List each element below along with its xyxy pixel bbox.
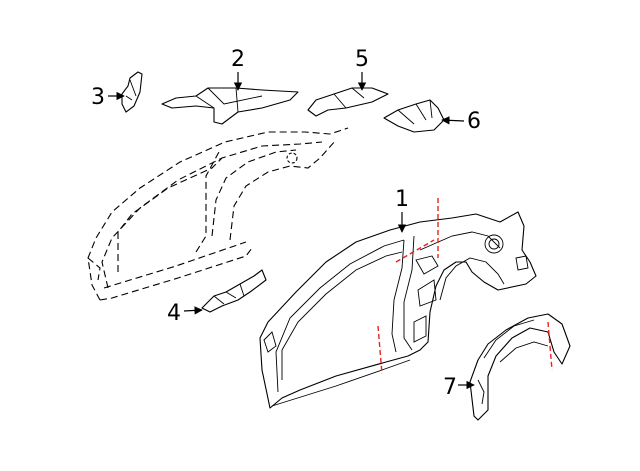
svg-text:3: 3 (91, 85, 105, 110)
quarter-bracket (383, 99, 445, 133)
callout-3: 3 (91, 85, 125, 110)
callout-4: 4 (167, 301, 203, 326)
callout-7: 7 (443, 375, 475, 400)
svg-text:4: 4 (167, 301, 181, 326)
svg-text:2: 2 (231, 47, 245, 72)
svg-text:5: 5 (355, 47, 369, 72)
upper-rail-reinforcement (161, 87, 299, 125)
wheelhouse-cut-line (547, 321, 553, 371)
callout-6: 6 (441, 109, 481, 134)
body-side-cut-lines (377, 198, 439, 375)
svg-text:1: 1 (395, 187, 409, 212)
svg-text:7: 7 (443, 375, 457, 400)
rocker-bracket (201, 269, 267, 313)
callout-2: 2 (231, 47, 245, 91)
pillar-reinforcement (307, 87, 389, 117)
small-bracket (121, 71, 143, 113)
svg-text:6: 6 (467, 109, 481, 134)
wheelhouse-panel (469, 313, 571, 421)
body-side-panel (259, 211, 537, 409)
reference-body-side-outline (87, 127, 349, 301)
callout-1: 1 (395, 187, 409, 233)
callout-5: 5 (355, 47, 369, 91)
